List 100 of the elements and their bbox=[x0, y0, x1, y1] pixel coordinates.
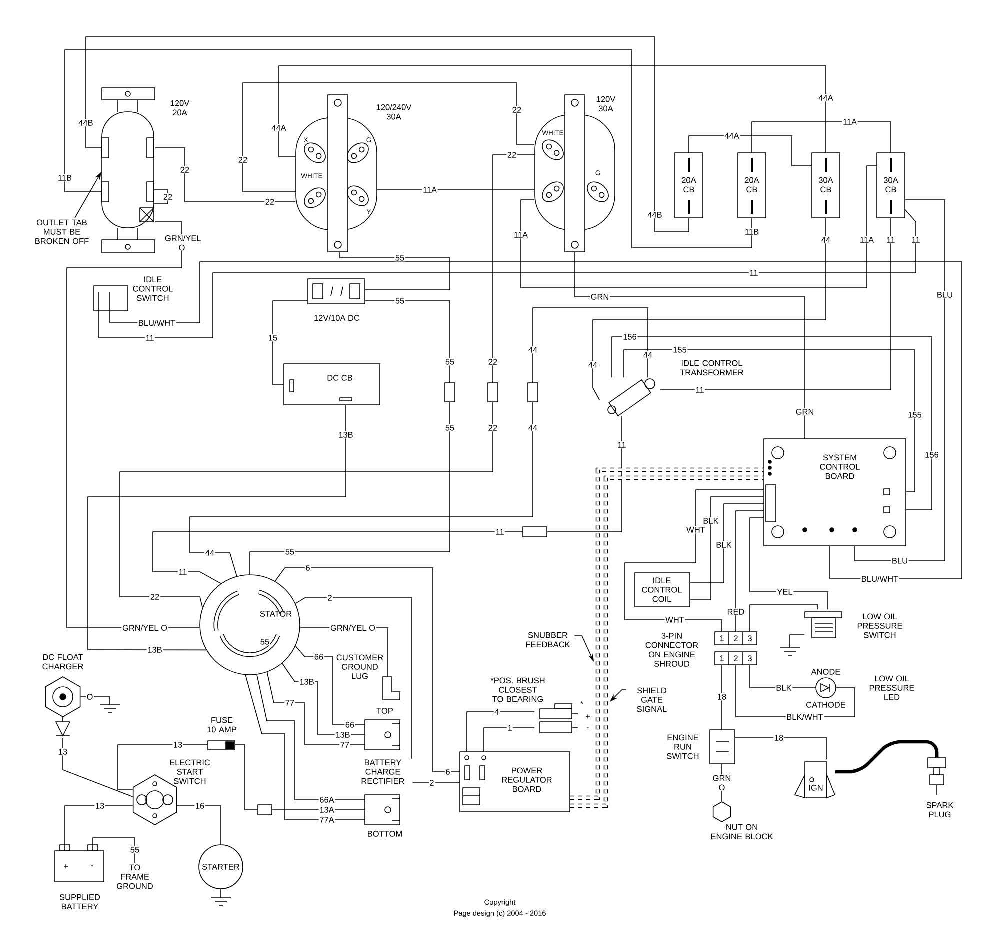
wire bbox=[64, 806, 134, 851]
wire-label: 44B bbox=[646, 211, 664, 219]
wire-label: 66 bbox=[344, 721, 356, 729]
wire-label: 11 bbox=[144, 334, 156, 342]
wire-label: GRN/YEL O bbox=[164, 234, 202, 252]
coil: IDLE CONTROL COIL bbox=[634, 572, 690, 608]
component-label: 12V/10A DC bbox=[314, 314, 360, 322]
component-label: 120/240V 30A bbox=[376, 104, 412, 120]
wire bbox=[274, 568, 460, 772]
wire-label: 44A bbox=[724, 132, 740, 140]
wire bbox=[484, 728, 535, 752]
wire bbox=[278, 66, 826, 158]
circuit-breaker: 20A CB bbox=[738, 152, 766, 218]
wire bbox=[250, 402, 450, 575]
wire-label: O bbox=[86, 693, 94, 701]
wire-label: 22 bbox=[238, 156, 248, 164]
wire-label: 22 bbox=[506, 151, 518, 159]
wire-label: 22 bbox=[512, 106, 522, 114]
wire bbox=[80, 696, 110, 705]
wire bbox=[66, 222, 200, 628]
wire-label: 11A bbox=[842, 118, 858, 126]
callout-text: SNUBBER FEEDBACK bbox=[526, 632, 570, 648]
circuit-breaker: 30A CB bbox=[876, 152, 906, 218]
wire-label: 11A bbox=[422, 186, 438, 194]
wire-label: 156 bbox=[924, 451, 940, 459]
component-label: LOW OIL PRESSURE LED bbox=[870, 676, 914, 700]
callout-text: SHIELD GATE SIGNAL bbox=[637, 688, 667, 712]
wire bbox=[110, 262, 962, 580]
wire bbox=[688, 136, 812, 166]
component-label: FUSE 10 AMP bbox=[208, 717, 236, 733]
ground-symbol bbox=[210, 898, 232, 906]
wire bbox=[735, 738, 828, 760]
ground-symbol bbox=[780, 648, 800, 656]
wire-label: 1 bbox=[506, 724, 514, 732]
wire-label: 11A bbox=[859, 236, 875, 244]
wire-label: YEL bbox=[776, 588, 794, 596]
component-label: 3-PIN CONNECTOR ON ENGINE SHROUD bbox=[636, 632, 708, 668]
wire-label: 11B bbox=[57, 174, 73, 182]
wire-label: WHT bbox=[664, 616, 686, 624]
wire-label: BLU/WHT bbox=[138, 319, 176, 327]
wire-connector bbox=[258, 804, 272, 816]
wire-label: 22 bbox=[162, 193, 174, 201]
wire bbox=[690, 504, 764, 584]
component-label: IDLE CONTROL TRANSFORMER bbox=[680, 360, 744, 376]
wire-label: 44B bbox=[78, 119, 94, 127]
component-label: CUSTOMER GROUND LUG bbox=[336, 654, 384, 680]
wire bbox=[660, 218, 892, 390]
wire bbox=[245, 674, 365, 820]
component-label: NUT ON ENGINE BLOCK bbox=[711, 824, 774, 840]
wire-label: 2 bbox=[326, 594, 334, 602]
wire-label: 66A bbox=[318, 796, 336, 804]
component-label: SUPPLIED BATTERY bbox=[60, 894, 100, 910]
wire-label: 44A bbox=[270, 124, 288, 132]
wire bbox=[98, 210, 916, 338]
wire-label: 22 bbox=[264, 198, 276, 206]
wire bbox=[176, 806, 222, 845]
wire-label: 55 bbox=[444, 424, 456, 432]
wire-label: 22 bbox=[150, 593, 160, 601]
wire bbox=[118, 744, 208, 790]
wire bbox=[547, 416, 622, 532]
component-label: CATHODE bbox=[806, 702, 846, 708]
wire-label: 77A bbox=[318, 816, 336, 824]
wire bbox=[624, 490, 764, 632]
component-label: * bbox=[580, 701, 584, 704]
wire bbox=[466, 712, 535, 752]
wire bbox=[612, 336, 932, 510]
component-label: 120V 20A bbox=[170, 100, 190, 116]
wire-label: 13 bbox=[94, 802, 106, 810]
wire-label: 55 bbox=[284, 548, 296, 556]
wire-label: 44A bbox=[818, 94, 834, 102]
wire bbox=[790, 634, 805, 648]
wire-label: 11 bbox=[910, 236, 922, 244]
wire-label: 11B bbox=[744, 228, 760, 236]
wire bbox=[520, 166, 877, 288]
wire-label: 11A bbox=[513, 231, 529, 239]
control-board: SYSTEM CONTROL BOARD bbox=[764, 438, 906, 546]
wire bbox=[532, 308, 648, 383]
wire bbox=[86, 36, 690, 232]
wire-label: BLK bbox=[702, 517, 720, 525]
wire-label: 44 bbox=[588, 361, 598, 369]
wire-label: 6 bbox=[444, 768, 452, 776]
wire bbox=[256, 674, 365, 800]
wire-label: 55 bbox=[394, 297, 406, 305]
wire-connector bbox=[488, 382, 498, 402]
wire bbox=[750, 604, 818, 632]
component-label: SPARK PLUG bbox=[926, 802, 954, 818]
ground-symbol bbox=[100, 704, 120, 714]
wire-label: 44 bbox=[528, 346, 538, 354]
wire-label: 13A bbox=[318, 806, 336, 814]
wire-label: 155 bbox=[907, 411, 923, 419]
component-label: IDLE CONTROL SWITCH bbox=[133, 276, 173, 302]
wire bbox=[235, 744, 258, 810]
component-label: + bbox=[586, 714, 590, 719]
wire-label: 44 bbox=[820, 236, 832, 244]
callout-text: TO FRAME GROUND bbox=[117, 864, 153, 890]
wire bbox=[295, 646, 365, 726]
wire-label: 11 bbox=[178, 568, 188, 576]
wire-label: 11 bbox=[616, 441, 628, 449]
wire bbox=[752, 122, 892, 153]
wire-label: 156 bbox=[622, 333, 638, 341]
